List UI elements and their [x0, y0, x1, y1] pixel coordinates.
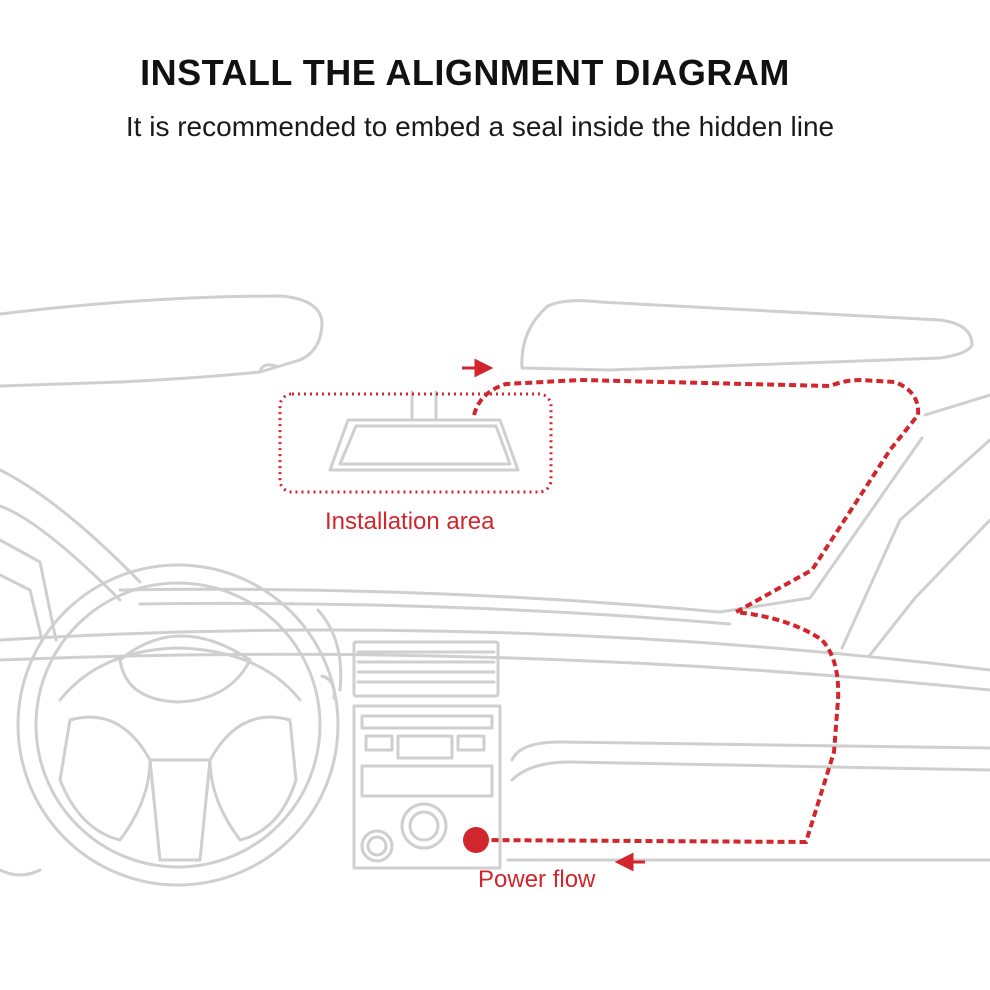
left-sun-visor [0, 296, 322, 386]
center-vent [354, 642, 498, 696]
power-flow-label: Power flow [478, 866, 595, 894]
right-sun-visor [522, 301, 972, 370]
rearview-mirror-stem [412, 392, 436, 418]
arrow-right-icon [462, 361, 490, 375]
installation-area-outline [280, 394, 551, 492]
power-source-dot [463, 827, 489, 853]
installation-area-label: Installation area [325, 508, 494, 536]
glovebox [512, 742, 990, 760]
dash-top-line [120, 589, 720, 612]
arrow-left-icon [618, 855, 645, 869]
